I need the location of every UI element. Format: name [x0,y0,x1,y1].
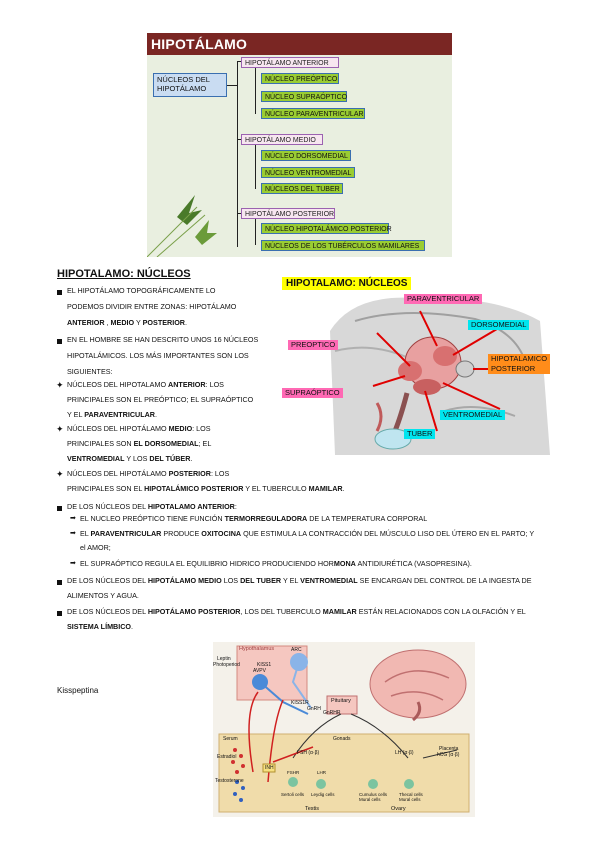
label-testis: Testis [305,806,320,812]
bullet-icon [57,580,62,585]
bullet-icon [57,290,62,295]
arrow-bullet-icon: ➡ [70,560,76,567]
label-kiss1r: KISS1R [291,700,309,706]
tree-connector [237,61,241,62]
label-fshr: FSHR [287,770,300,775]
arrow-bullet-icon: ➡ [70,515,76,522]
sub-item-line: EL NUCLEO PREÓPTICO TIENE FUNCIÓN TERMOR… [80,514,428,523]
label-supraoptico: SUPRAÓPTICO [282,388,343,398]
medio-box: HIPOTÁLAMO MEDIO [241,134,323,145]
star-bullet-icon: ✦ [56,380,64,390]
bullet-icon [57,506,62,511]
posterior-item: NÚCLEO HIPOTALÁMICO POSTERIOR [261,223,392,234]
label-ventromedial: VENTROMEDIAL [440,410,506,420]
tree-connector [255,68,256,114]
medio-item: NÚCLEOS DEL TUBER [261,183,343,194]
decorative-arrows [147,195,217,257]
label-preoptico: PREOPTICO [288,340,339,350]
paragraph-5-line: SISTEMA LÍMBICO. [67,622,134,631]
sub-paragraph-line: NÚCLEOS DEL HIPOTALAMO ANTERIOR: LOS [67,380,224,389]
sub-paragraph-line: PRINCIPALES SON EL DORSOMEDIAL; EL [67,439,212,448]
paragraph-4-line: DE LOS NÚCLEOS DEL HIPOTÁLAMO MEDIO LOS … [67,576,532,585]
medio-item: NÚCLEO VENTROMEDIAL [261,167,355,178]
slide-title-bar [147,33,452,55]
label-testosterone: Testosterone [215,778,244,784]
label-paraventricular: PARAVENTRICULAR [404,294,483,304]
brain-image-title: HIPOTALAMO: NÚCLEOS [282,277,412,290]
sub-item-line: el AMOR; [80,543,111,552]
label-photoperiod: Photoperiod [213,662,240,668]
sub-paragraph-line: NÚCLEOS DEL HIPOTÁLAMO MEDIO: LOS [67,424,211,433]
tree-connector [237,139,241,140]
star-bullet-icon: ✦ [56,469,64,479]
posterior-item: NÚCLEOS DE LOS TUBÉRCULOS MAMILARES [261,240,425,251]
sub-paragraph-line: VENTROMEDIAL Y LOS DEL TÚBER. [67,454,193,463]
label-fsh: FSH (α·β) [297,750,320,756]
label-lh: LH (α·β) [395,750,414,756]
paragraph-1-line: ANTERIOR , MEDIO Y POSTERIOR. [67,318,187,327]
label-gonads: Gonads [333,736,351,742]
label-tuber: TUBER [404,429,436,439]
label-gnrhr: GnRHR [323,710,341,716]
label-gnrh: GnRH [307,706,321,712]
paragraph-2-line: HIPOTALÁMICOS. LOS MÁS IMPORTANTES SON L… [67,351,249,360]
section-heading: HIPOTALAMO: NÚCLEOS [57,268,191,280]
sub-item-line: EL SUPRAÓPTICO REGULA EL EQUILIBRIO HIDR… [80,559,472,568]
anterior-item: NÚCLEO PARAVENTRICULAR [261,108,365,119]
label-placenta: Placenta [439,746,459,752]
tree-connector [227,85,237,86]
hypothalamus-nuclei-image: HIPOTALAMO: NÚCLEOS PARAVENTRICULAR DORS… [282,277,552,455]
paragraph-2-line: SIGUIENTES: [67,367,113,376]
root-box: NÚCLEOS DEL HIPOTÁLAMO [153,73,227,97]
label-arc: ARC [291,647,302,653]
kisspeptina-label: Kisspeptina [57,686,99,695]
label-thecal: Thecal cells Mural cells [399,792,423,802]
paragraph-4-line: ALIMENTOS Y AGUA. [67,591,139,600]
sub-paragraph-line: Y EL PARAVENTRICULAR. [67,410,157,419]
sub-paragraph-line: PRINCIPALES SON EL PREÓPTICO; EL SUPRAÓP… [67,395,254,404]
tree-connector [255,145,256,189]
label-leptin: Leptin [217,656,231,662]
anterior-item: NÚCLEO PREÓPTICO [261,73,339,84]
star-bullet-icon: ✦ [56,424,64,434]
anterior-item: NÚCLEO SUPRAÓPTICO [261,91,347,102]
label-leydig: Leydig cells [311,792,335,797]
paragraph-1-line: PODEMOS DIVIDIR ENTRE ZONAS: HIPOTÁLAMO [67,302,237,311]
paragraph-2-line: EN EL HOMBRE SE HAN DESCRITO UNOS 16 NÚC… [67,335,259,344]
label-lhr: LHR [317,770,327,775]
posterior-box: HIPOTÁLAMO POSTERIOR [241,208,335,219]
anterior-box: HIPOTÁLAMO ANTERIOR [241,57,339,68]
bullet-icon [57,611,62,616]
label-inh: INH [265,765,274,771]
label-pituitary: Pituitary [331,698,351,704]
label-kiss1: KISS1 [257,662,272,668]
bullet-icon [57,339,62,344]
paragraph-3-line: DE LOS NÚCLEOS DEL HIPOTALAMO ANTERIOR: [67,502,237,511]
sub-item-line: EL PARAVENTRICULAR PRODUCE OXITOCINA QUE… [80,529,535,538]
paragraph-1-line: EL HIPOTÁLAMO TOPOGRÁFICAMENTE LO [67,286,216,295]
label-serum: Serum [223,736,238,742]
arrow-bullet-icon: ➡ [70,530,76,537]
label-hcg: hCG (α·β) [437,752,460,758]
label-sertoli: Sertoli cells [281,792,305,797]
kisspeptin-axis-diagram: Hypothalamus Leptin Photoperiod ARC KISS… [213,642,475,817]
label-dorsomedial: DORSOMEDIAL [468,320,530,330]
tree-connector [237,213,241,214]
label-cumulus: Cumulus cells Mural cells [359,792,388,802]
tree-connector [255,219,256,245]
label-hypothalamus: Hypothalamus [239,646,275,652]
label-avpv: AVPV [253,668,266,674]
paragraph-5-line: DE LOS NÚCLEOS DEL HIPOTÁLAMO POSTERIOR,… [67,607,526,616]
hypothalamus-slide: HIPOTÁLAMO NÚCLEOS DEL HIPOTÁLAMO HIPOTÁ… [147,33,452,257]
label-estradiol: Estradiol [217,754,237,760]
kisspeptin-illustration [213,642,475,817]
medio-item: NÚCLEO DORSOMEDIAL [261,150,351,161]
sub-paragraph-line: NÚCLEOS DEL HIPOTÁLAMO POSTERIOR: LOS [67,469,230,478]
sub-paragraph-line: PRINCIPALES SON EL HIPOTALÁMICO POSTERIO… [67,484,345,493]
tree-connector [237,61,238,247]
slide-title: HIPOTÁLAMO [151,36,248,52]
label-ovary: Ovary [391,806,406,812]
